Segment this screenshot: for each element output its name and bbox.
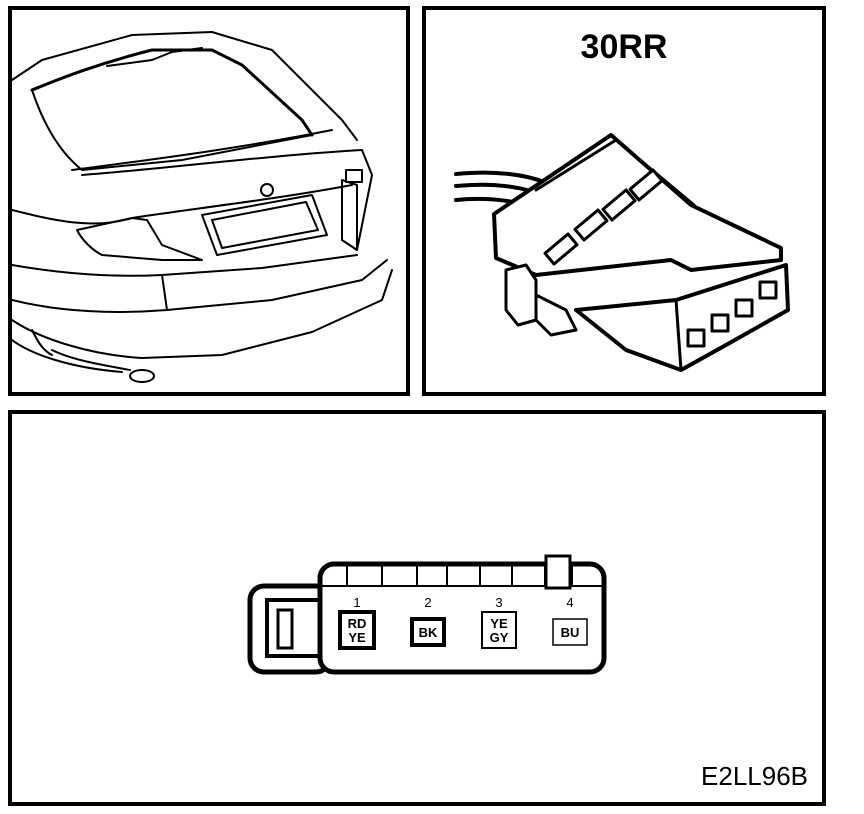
pin-1-color-1: RD: [348, 616, 367, 631]
pin-1: 1 RD YE: [338, 595, 376, 650]
pin-1-color-2: YE: [348, 630, 366, 645]
car-rear-illustration: [12, 31, 393, 383]
pin-4: 4 BU: [552, 595, 588, 646]
pin-2-color-1: BK: [419, 625, 438, 640]
connector-illustration: [454, 133, 790, 372]
pin-2: 2 BK: [410, 595, 446, 647]
pin-2-number: 2: [424, 595, 431, 610]
pin-3: 3 YE GY: [481, 595, 517, 649]
connector-face-diagram: 1 RD YE 2 BK 3 YE GY 4 BU: [247, 554, 607, 675]
pin-4-number: 4: [566, 595, 573, 610]
figure-code: E2LL96B: [701, 761, 808, 791]
car-rear-panel: [8, 6, 410, 396]
pin-3-color-1: YE: [490, 616, 508, 631]
pin-1-number: 1: [353, 595, 360, 610]
pinout-panel: 1 RD YE 2 BK 3 YE GY 4 BU E2LL96B: [8, 410, 826, 806]
pin-3-number: 3: [495, 595, 502, 610]
connector-view-panel: 30RR: [422, 6, 826, 396]
pin-4-color-1: BU: [561, 625, 580, 640]
connector-name: 30RR: [580, 28, 668, 66]
pin-3-color-2: GY: [490, 630, 509, 645]
